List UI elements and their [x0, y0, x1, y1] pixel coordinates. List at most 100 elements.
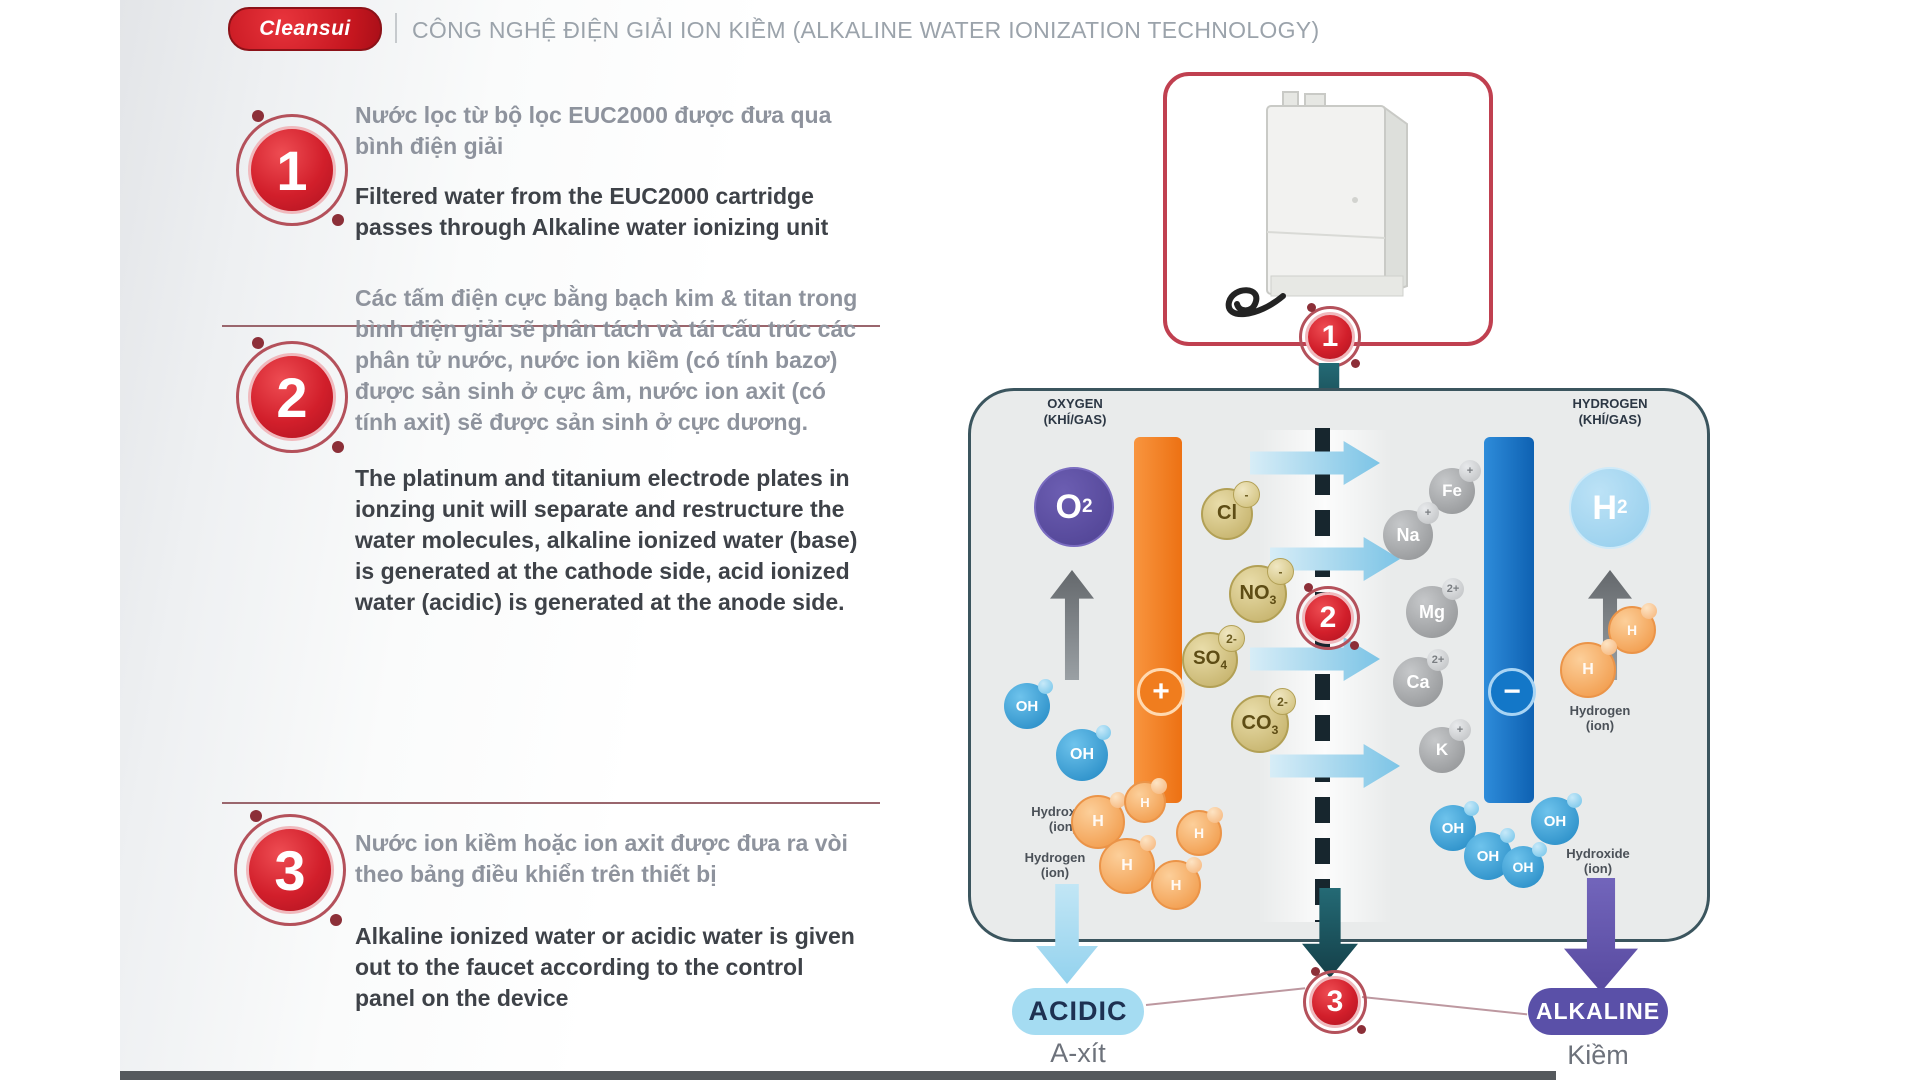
orbit-ring-icon	[234, 814, 346, 926]
anode-plus-sign: +	[1137, 668, 1185, 716]
orbit-dot-icon	[252, 110, 264, 122]
sodium-ion: + Na	[1383, 502, 1439, 560]
ion-satellite-icon	[1567, 793, 1582, 808]
step-2-text-en: The platinum and titanium electrode plat…	[355, 465, 858, 615]
cleansui-logo: Cleansui	[228, 7, 382, 51]
step-1-text-vi: Nước lọc từ bộ lọc EUC2000 được đưa qua …	[355, 102, 832, 159]
hydrogen-label-line1: Hydrogen	[1024, 850, 1086, 865]
magnesium-ion: 2+ Mg	[1406, 578, 1464, 638]
orbit-ring-icon	[236, 341, 348, 453]
chloride-ion: - Cl	[1201, 481, 1260, 540]
oh-symbol: OH	[1441, 819, 1465, 837]
orbit-dot-icon	[1351, 359, 1360, 368]
step-3-text-en: Alkaline ionized water or acidic water i…	[355, 923, 855, 1011]
step-1-text-en: Filtered water from the EUC2000 cartridg…	[355, 183, 829, 240]
charge-bubble: -	[1233, 481, 1260, 508]
h2-symbol: H	[1592, 488, 1617, 527]
hydrogen-label-line2: (ion)	[1585, 718, 1615, 733]
ion-satellite-icon	[1096, 725, 1111, 740]
flow-badge-2-number: 2	[1302, 592, 1354, 644]
acidic-output-label-vi: A-xít	[1050, 1038, 1106, 1068]
ion-satellite-icon	[1140, 835, 1156, 851]
nitrate-ion: - NO3	[1229, 558, 1294, 623]
oxygen-label-line1: OXYGEN	[1047, 396, 1103, 411]
hydrogen-label-line1: HYDROGEN	[1572, 396, 1648, 411]
alkaline-output-pill: ALKALINE	[1528, 988, 1668, 1035]
ion-satellite-icon	[1641, 603, 1657, 619]
section-divider	[222, 802, 880, 804]
cathode-minus-sign: −	[1488, 668, 1536, 716]
acidic-output-pill: ACIDIC	[1012, 988, 1144, 1035]
h2-subscript: 2	[1616, 497, 1628, 518]
cathode-electrode	[1484, 437, 1534, 803]
hydrogen-ion: H	[1560, 639, 1617, 698]
page-title: CÔNG NGHỆ ĐIỆN GIẢI ION KIỀM (ALKALINE W…	[412, 17, 1320, 43]
oh-symbol: OH	[1476, 847, 1500, 865]
orbit-dot-icon	[250, 810, 262, 822]
charge-bubble: 2-	[1218, 625, 1245, 652]
section-divider	[222, 325, 880, 327]
charge-bubble: +	[1417, 502, 1439, 524]
ionizer-device-illustration	[1225, 91, 1408, 317]
hydroxide-ion: OH	[1056, 725, 1111, 781]
hydroxide-ion: OH	[1004, 679, 1053, 729]
alkaline-output-label-vi: Kiềm	[1567, 1040, 1629, 1070]
hydrogen-gas-label: HYDROGEN (KHÍ/GAS)	[1545, 396, 1675, 428]
orbit-dot-icon	[1311, 967, 1320, 976]
orbit-dot-icon	[252, 337, 264, 349]
ion-satellite-icon	[1601, 639, 1617, 655]
hydroxide-ion-label: Hydroxide (ion)	[1548, 846, 1648, 876]
orbit-dot-icon	[1307, 303, 1316, 312]
flow-badge-3-number: 3	[1309, 976, 1361, 1028]
hydroxide-ion: OH	[1531, 793, 1582, 845]
carbonate-ion: 2- CO3	[1231, 688, 1296, 753]
orbit-dot-icon	[332, 441, 344, 453]
ion-satellite-icon	[1110, 792, 1126, 808]
charge-bubble: -	[1267, 558, 1294, 585]
hydrogen-ion-label: Hydrogen (ion)	[1005, 850, 1105, 880]
flow-badge-1: 1	[1299, 303, 1361, 368]
oh-symbol: OH	[1015, 697, 1039, 715]
step-1-badge: 1	[236, 110, 348, 226]
charge-bubble: 2+	[1442, 578, 1464, 600]
ion-satellite-icon	[1464, 801, 1479, 816]
ion-satellite-icon	[1532, 842, 1547, 857]
hydrogen-label-line2: (KHÍ/GAS)	[1578, 412, 1642, 427]
step-2-text-vi: Các tấm điện cực bằng bạch kim & titan t…	[355, 285, 858, 435]
ion-satellite-icon	[1500, 828, 1515, 843]
ion-formula: CO3	[1241, 711, 1279, 737]
ion-satellite-icon	[1186, 857, 1202, 873]
hydrogen-label-line2: (ion)	[1040, 865, 1070, 880]
hydrogen-ion: H	[1151, 857, 1202, 910]
calcium-ion: 2+ Ca	[1393, 649, 1449, 707]
orbit-dot-icon	[1357, 1025, 1366, 1034]
orbit-dot-icon	[1350, 641, 1359, 650]
hydrogen-ion: H	[1124, 778, 1167, 823]
orbit-dot-icon	[1304, 583, 1313, 592]
ion-satellite-icon	[1151, 778, 1167, 794]
step-3-badge: 3	[234, 810, 346, 926]
hydroxide-ion: OH	[1430, 801, 1479, 851]
step-2-number: 2	[248, 353, 336, 441]
charge-bubble: +	[1459, 460, 1481, 482]
charge-bubble: 2+	[1427, 649, 1449, 671]
flow-badge-1-number: 1	[1305, 312, 1355, 362]
ion-formula: SO4	[1193, 648, 1227, 672]
o2-subscript: 2	[1081, 496, 1093, 517]
orbit-ring-icon	[1303, 970, 1367, 1034]
membrane-dashed-line	[1315, 428, 1330, 922]
header-divider	[395, 13, 397, 43]
charge-bubble: 2-	[1269, 688, 1296, 715]
orbit-ring-icon	[236, 114, 348, 226]
o2-symbol: O	[1055, 487, 1082, 526]
oh-symbol: OH	[1512, 859, 1534, 875]
iron-ion: + Fe	[1429, 460, 1481, 514]
hydroxide-label-line2: (ion)	[1048, 819, 1078, 834]
ion-satellite-icon	[1207, 807, 1223, 823]
hydroxide-label-line2: (ion)	[1583, 861, 1613, 876]
step-1-number: 1	[248, 126, 336, 214]
ion-formula: NO3	[1239, 581, 1277, 607]
